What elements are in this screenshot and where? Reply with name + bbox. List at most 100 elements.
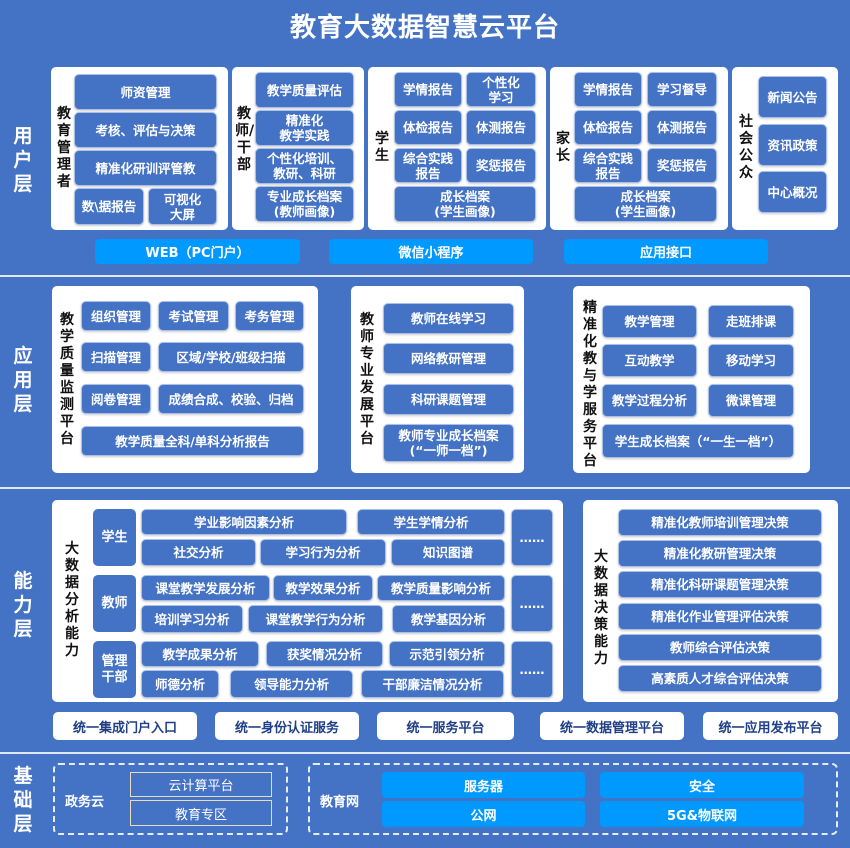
analysis-item[interactable]: 师德分析	[141, 670, 219, 698]
admin-label: 教育管理者	[57, 105, 71, 190]
precise-item[interactable]: 移动学习	[708, 344, 794, 377]
teacher-item[interactable]: 教学质量评估	[255, 72, 354, 108]
precise-item[interactable]: 互动教学	[602, 344, 697, 377]
gov-cloud-item[interactable]: 教育专区	[130, 800, 272, 826]
teacher-item[interactable]: 个性化培训、 教研、科研	[255, 148, 354, 184]
quality-item[interactable]: 考试管理	[158, 301, 229, 331]
teacher-label: 教师/干部	[235, 105, 255, 173]
student-item[interactable]: 学情报告	[394, 72, 462, 107]
student-item[interactable]: 个性化 学习	[466, 72, 536, 107]
teacher-dev-item[interactable]: 教师专业成长档案 (“一师一档”)	[383, 424, 514, 462]
more-button[interactable]: ……	[511, 509, 553, 566]
student-item[interactable]: 综合实践 报告	[394, 148, 462, 183]
student-item[interactable]: 体检报告	[394, 110, 462, 145]
analysis-item[interactable]: 学习行为分析	[260, 539, 386, 566]
analysis-item[interactable]: 领导能力分析	[230, 670, 353, 698]
quality-item[interactable]: 组织管理	[81, 301, 151, 331]
gov-cloud-item[interactable]: 云计算平台	[130, 772, 272, 797]
decision-item[interactable]: 教师综合评估决策	[618, 634, 822, 661]
precise-item[interactable]: 走班排课	[708, 305, 794, 338]
teacher-dev-platform-label: 教师专业发展平台	[360, 312, 374, 447]
unified-service-button[interactable]: 统一数据管理平台	[540, 712, 684, 740]
edu-net-item[interactable]: 安全	[600, 772, 804, 798]
precise-item[interactable]: 教学过程分析	[602, 384, 697, 417]
precise-platform-label: 精准化教与学服务平台	[583, 300, 597, 469]
analysis-item[interactable]: 教学效果分析	[273, 575, 373, 601]
layer-label-base: 基础层	[13, 765, 33, 835]
student-item[interactable]: 成长档案 (学生画像)	[394, 186, 536, 222]
analysis-item[interactable]: 教学质量影响分析	[377, 575, 505, 601]
parent-item[interactable]: 成长档案 (学生画像)	[574, 186, 717, 222]
teacher-dev-item[interactable]: 教师在线学习	[383, 303, 514, 334]
edu-net-item[interactable]: 服务器	[382, 772, 585, 798]
unified-service-button[interactable]: 统一应用发布平台	[703, 712, 838, 740]
channel-button[interactable]: WEB（PC门户）	[95, 239, 300, 264]
quality-item[interactable]: 教学质量全科/单科分析报告	[81, 426, 304, 456]
parent-item[interactable]: 综合实践 报告	[574, 148, 642, 183]
parent-item[interactable]: 体测报告	[647, 110, 717, 145]
more-button[interactable]: ……	[511, 575, 553, 632]
quality-platform-label: 教学质量监测平台	[60, 312, 74, 447]
layer-divider	[0, 487, 850, 489]
admin-item[interactable]: 考核、评估与决策	[74, 112, 217, 148]
analysis-item[interactable]: 干部廉洁情况分析	[361, 670, 504, 698]
quality-item[interactable]: 区域/学校/班级扫描	[158, 342, 304, 372]
analysis-item[interactable]: 教学成果分析	[141, 641, 259, 667]
analysis-item[interactable]: 培训学习分析	[141, 605, 243, 633]
quality-item[interactable]: 成绩合成、校验、归档	[158, 384, 304, 414]
analysis-item[interactable]: 社交分析	[141, 539, 256, 566]
public-item[interactable]: 新闻公告	[758, 76, 827, 118]
teacher-dev-item[interactable]: 网络教研管理	[383, 343, 514, 374]
teacher-item[interactable]: 精准化 教学实践	[255, 110, 354, 146]
parent-item[interactable]: 学情报告	[574, 72, 642, 107]
decision-item[interactable]: 高素质人才综合评估决策	[618, 665, 822, 692]
admin-item[interactable]: 精准化研训评管教	[74, 150, 217, 186]
public-item[interactable]: 中心概况	[758, 171, 827, 213]
admin-item[interactable]: 师资管理	[74, 74, 217, 110]
unified-service-button[interactable]: 统一身份认证服务	[215, 712, 359, 740]
unified-service-button[interactable]: 统一集成门户入口	[53, 712, 197, 740]
decision-item[interactable]: 精准化科研课题管理决策	[618, 571, 822, 598]
teacher-dev-item[interactable]: 科研课题管理	[383, 384, 514, 415]
parent-label: 家长	[556, 131, 570, 164]
decision-item[interactable]: 精准化作业管理评估决策	[618, 603, 822, 630]
edu-net-group	[308, 763, 838, 835]
decision-item[interactable]: 精准化教师培训管理决策	[618, 509, 822, 536]
analysis-group-label: 管理 干部	[93, 641, 136, 698]
admin-item[interactable]: 可视化 大屏	[148, 188, 217, 225]
quality-item[interactable]: 阅卷管理	[81, 384, 151, 414]
edu-net-item[interactable]: 5G&物联网	[600, 801, 804, 827]
public-label: 社会公众	[739, 114, 753, 181]
layer-label-ability: 能力层	[13, 570, 33, 640]
public-item[interactable]: 资讯政策	[758, 124, 827, 166]
edu-net-item[interactable]: 公网	[382, 801, 585, 827]
quality-item[interactable]: 扫描管理	[81, 342, 151, 372]
precise-item[interactable]: 教学管理	[602, 305, 697, 338]
parent-item[interactable]: 学习督导	[647, 72, 717, 107]
analysis-item[interactable]: 学生学情分析	[357, 509, 505, 535]
analysis-item[interactable]: 获奖情况分析	[266, 641, 383, 667]
admin-item[interactable]: 数\据报告	[74, 188, 144, 225]
teacher-item[interactable]: 专业成长档案 (教师画像)	[255, 186, 354, 222]
analysis-item[interactable]: 学业影响因素分析	[141, 509, 347, 535]
decision-label: 大数据决策能力	[594, 549, 608, 667]
unified-service-button[interactable]: 统一服务平台	[377, 712, 514, 740]
channel-button[interactable]: 微信小程序	[329, 239, 533, 264]
layer-divider	[0, 752, 850, 754]
precise-item[interactable]: 微课管理	[708, 384, 794, 417]
parent-item[interactable]: 奖惩报告	[647, 148, 717, 183]
decision-item[interactable]: 精准化教研管理决策	[618, 540, 822, 567]
analysis-item[interactable]: 教学基因分析	[392, 605, 505, 633]
student-item[interactable]: 体测报告	[466, 110, 536, 145]
channel-button[interactable]: 应用接口	[564, 239, 768, 264]
quality-item[interactable]: 考务管理	[235, 301, 304, 331]
analysis-item[interactable]: 课堂教学发展分析	[141, 575, 270, 601]
analysis-item[interactable]: 知识图谱	[391, 539, 505, 566]
analysis-item[interactable]: 示范引领分析	[389, 641, 505, 667]
layer-label-user: 用户层	[13, 125, 33, 195]
parent-item[interactable]: 体检报告	[574, 110, 642, 145]
precise-item[interactable]: 学生成长档案（“一生一档”）	[602, 424, 794, 458]
analysis-item[interactable]: 课堂教学行为分析	[248, 605, 383, 633]
student-item[interactable]: 奖惩报告	[466, 148, 536, 183]
more-button[interactable]: ……	[511, 641, 553, 698]
